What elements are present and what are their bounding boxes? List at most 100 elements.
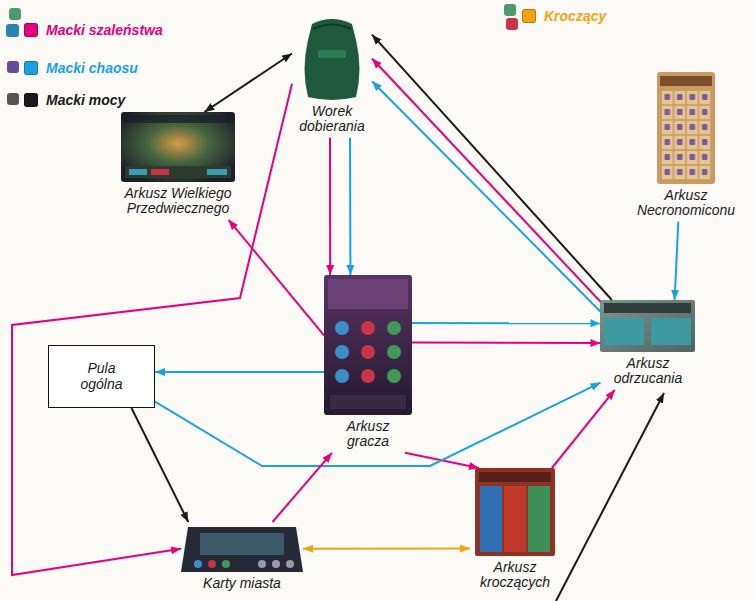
die	[9, 8, 21, 20]
node-caption: Worek dobierania	[292, 104, 372, 135]
legend-item: Macki mocy	[24, 92, 125, 108]
token	[361, 345, 375, 359]
sheet-band	[125, 166, 231, 178]
flow-arrow	[372, 59, 601, 302]
flow-arrow	[131, 408, 188, 522]
token	[194, 560, 202, 568]
node-caption: Arkusz Wielkiego Przedwiecznego	[121, 186, 236, 217]
die	[506, 18, 518, 30]
sheet-slot	[129, 169, 147, 175]
flow-arrow	[552, 390, 615, 468]
node-caption: Arkusz gracza	[328, 419, 408, 450]
flow-arrow	[412, 342, 601, 345]
sheet-body	[475, 468, 555, 556]
illustration-space	[324, 275, 412, 419]
token	[258, 560, 266, 568]
sheet-panel	[604, 318, 644, 345]
legend-label: Kroczący	[544, 8, 606, 24]
flow-arrow	[372, 81, 601, 311]
sheet-body	[121, 112, 235, 182]
legend-item: Macki chaosu	[24, 60, 138, 76]
pool-box: Pula ogólna	[48, 345, 155, 408]
die	[7, 93, 19, 105]
component-node: Arkusz Wielkiego Przedwiecznego	[121, 112, 236, 220]
sheet-panel	[651, 318, 691, 345]
legend-swatch	[24, 93, 38, 107]
sheet-panel	[480, 486, 502, 552]
discard-sheet	[600, 300, 695, 352]
flow-arrow	[273, 453, 332, 522]
flow-arrow	[155, 383, 601, 466]
node-caption: Arkusz odrzucania	[601, 356, 696, 387]
flow-arrow	[229, 220, 324, 336]
card-art	[200, 533, 284, 555]
legend-swatch	[522, 9, 536, 23]
die	[504, 4, 516, 16]
component-node: Arkusz odrzucania	[601, 300, 696, 390]
sheet-grid	[661, 90, 711, 180]
necronomicon-sheet	[657, 72, 715, 184]
sheet-band	[330, 395, 406, 409]
sheet-body	[324, 275, 412, 415]
illustration-space	[470, 468, 560, 560]
legend-swatch	[24, 61, 38, 75]
legend-label: Macki mocy	[46, 92, 125, 108]
sheet-body	[600, 300, 695, 352]
component-node: Arkusz Necronomiconu	[631, 72, 741, 222]
walkers-sheet	[475, 468, 555, 556]
bag-string	[313, 25, 351, 30]
bag-illustration	[305, 19, 360, 100]
flow-arrow	[303, 548, 470, 550]
legend-label: Macki chaosu	[46, 60, 138, 76]
flow-arrow	[155, 371, 324, 373]
illustration-space	[292, 12, 372, 104]
token	[222, 560, 230, 568]
illustration-space	[181, 522, 303, 576]
player-sheet	[324, 275, 412, 415]
flow-arrow	[349, 138, 351, 275]
bag-logo	[318, 50, 346, 58]
die	[6, 24, 19, 37]
flow-arrow	[372, 35, 612, 300]
city-cards	[181, 527, 303, 572]
sheet-panel	[504, 486, 526, 552]
sheet-band	[479, 472, 551, 482]
node-caption: Arkusz Necronomiconu	[631, 188, 741, 219]
flow-arrow	[412, 322, 601, 324]
component-node: Karty miasta	[181, 522, 303, 594]
legend-item: Macki szaleństwa	[24, 22, 163, 38]
illustration-space	[601, 300, 696, 356]
node-caption: Arkusz kroczących	[470, 560, 560, 591]
flow-arrow	[675, 222, 679, 300]
sheet-band	[660, 76, 712, 86]
legend-swatch	[24, 23, 38, 37]
token	[361, 369, 375, 383]
token	[335, 321, 349, 335]
token	[286, 560, 294, 568]
die	[7, 61, 19, 73]
token	[387, 321, 401, 335]
legend-dice	[6, 4, 518, 105]
node-caption: Karty miasta	[181, 576, 303, 591]
token	[208, 560, 216, 568]
incoming-line	[556, 393, 664, 601]
card-board	[181, 527, 303, 572]
sheet-band	[125, 115, 231, 123]
token	[361, 321, 375, 335]
token	[335, 345, 349, 359]
flow-arrow	[12, 84, 292, 575]
token	[335, 369, 349, 383]
legend-label: Macki szaleństwa	[46, 22, 163, 38]
component-node: Arkusz kroczących	[470, 468, 560, 594]
legend-item: Kroczący	[522, 8, 606, 24]
sheet-band	[604, 303, 691, 313]
bag-body	[305, 19, 360, 100]
sheet-slot	[151, 169, 169, 175]
node-caption: Pula ogólna	[72, 361, 132, 392]
illustration-space	[121, 112, 236, 186]
